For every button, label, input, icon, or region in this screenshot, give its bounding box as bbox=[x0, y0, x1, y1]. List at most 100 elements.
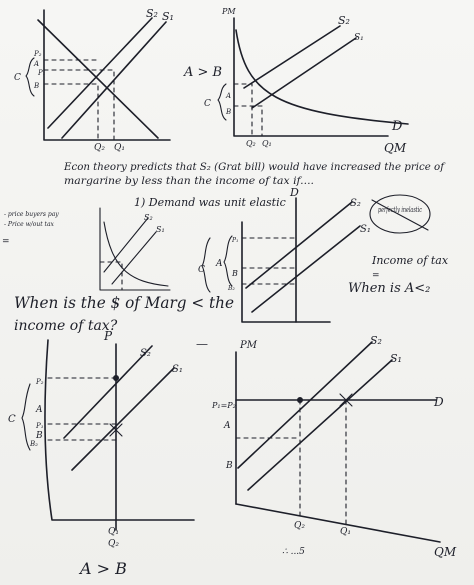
graph-1-s1-label: S₁ bbox=[162, 10, 174, 23]
graph-5-axes bbox=[44, 339, 195, 521]
graph-2-axes bbox=[233, 17, 389, 137]
graph-6-pm-label: PM bbox=[239, 340, 258, 351]
graph-1-axes bbox=[43, 9, 171, 141]
graph-5-eq-cross bbox=[109, 423, 123, 437]
graph-3-s1 bbox=[111, 231, 157, 285]
graph-3-dash bbox=[99, 261, 123, 291]
graph-4-b-label: B bbox=[231, 269, 238, 278]
graph-2-qm-label: QM bbox=[384, 141, 407, 155]
graph-6: PM S₂ S₁ P₁=P₂ D A B Q₂ Q₁ QM ∴ ...5 bbox=[211, 334, 457, 559]
graph-4-c-label: C bbox=[198, 265, 205, 275]
graph-2-dash-p2 bbox=[233, 83, 253, 137]
perfectly-inelastic-text: perfectly inelastic bbox=[378, 206, 422, 214]
graph-5-p2-label: P₂ bbox=[35, 378, 44, 386]
graph-6-a-label: A bbox=[223, 421, 231, 431]
graph-1-p2-label: P₂ bbox=[33, 50, 42, 58]
graph-5-a-label: A bbox=[35, 405, 43, 415]
perfectly-inelastic-note: perfectly inelastic bbox=[369, 194, 431, 234]
graph-6-b-label: B bbox=[225, 461, 233, 471]
graph-5-s1 bbox=[71, 367, 175, 471]
graph-5-p-label: P bbox=[103, 329, 113, 343]
graph-6-qm-label: QM bbox=[434, 545, 457, 559]
graph-2-q2-label: Q₂ bbox=[246, 139, 256, 148]
graph-3-s2-label: S₂ bbox=[144, 213, 153, 222]
graph-6-q2-label: Q₂ bbox=[294, 521, 305, 531]
graph-4-brace-outer bbox=[223, 235, 233, 287]
graph-2-a-gt-b: A > B bbox=[183, 65, 222, 80]
graph-2-a-label: A bbox=[225, 92, 231, 100]
graph-3: S₂ S₁ bbox=[99, 207, 171, 291]
note-side-b: - Price w/out tax bbox=[4, 221, 55, 228]
graph-1-c-label: C bbox=[14, 73, 21, 83]
dash-mark: — bbox=[196, 337, 208, 351]
strike-mark bbox=[371, 199, 429, 231]
note-line-1: Econ theory predicts that S₂ (Grat bill)… bbox=[63, 162, 446, 173]
graph-2-s1 bbox=[251, 37, 357, 109]
graph-1-q2-label: Q₂ bbox=[94, 143, 105, 153]
graph-5-b2-label: B₂ bbox=[29, 440, 38, 448]
question-line-1: When is the $ of Marg < the bbox=[14, 293, 234, 312]
graph-6-x-axis bbox=[235, 503, 441, 543]
graph-5-q2-label: Q₂ bbox=[108, 539, 119, 549]
income-of-tax: Income of tax bbox=[371, 254, 449, 267]
graph-1-dash-p1 bbox=[43, 69, 115, 141]
graph-4-s2-label: S₂ bbox=[350, 198, 361, 209]
graph-1-s2 bbox=[47, 17, 153, 129]
graph-2-s2 bbox=[243, 25, 341, 89]
note-equals: = bbox=[2, 237, 10, 247]
circle-mark bbox=[369, 194, 431, 234]
question-line-2: income of tax? bbox=[14, 318, 118, 334]
graph-5: P S₂ S₁ P₂ P₁ B₂ C A B Q₁ Q₂ A > B bbox=[8, 329, 195, 578]
graph-6-s2 bbox=[237, 341, 373, 469]
graph-3-demand bbox=[103, 221, 169, 287]
note-side-a: - price buyers pay bbox=[4, 211, 59, 218]
graph-5-s2 bbox=[63, 345, 153, 439]
note-item-1: 1) Demand was unit elastic bbox=[134, 196, 286, 209]
graph-5-s1-label: S₁ bbox=[172, 364, 183, 375]
graph-2-pm-label: PM bbox=[221, 7, 236, 16]
graph-6-s1-label: S₁ bbox=[390, 352, 402, 365]
graph-6-d-label: D bbox=[433, 395, 444, 409]
graph-2-brace bbox=[217, 83, 227, 121]
graph-2: PM S₂ S₁ A > B C A B D Q₂ Q₁ QM bbox=[183, 7, 409, 155]
graph-4-s2 bbox=[245, 201, 353, 289]
graph-2-s1-label: S₁ bbox=[354, 33, 364, 43]
graph-2-q1-label: Q₁ bbox=[262, 139, 272, 148]
graph-6-s1 bbox=[247, 359, 393, 491]
graph-1-s2-label: S₂ bbox=[146, 7, 158, 20]
graph-2-b-label: B bbox=[225, 108, 231, 116]
graph-4-brace-c bbox=[201, 237, 211, 293]
graph-4-p-label: P₁ bbox=[231, 237, 238, 244]
graph-4-s1 bbox=[251, 225, 361, 313]
graph-4-d-label: D bbox=[289, 186, 299, 199]
graph-4: D S₂ S₁ C A B P₁ B₂ bbox=[198, 186, 371, 323]
graph-1-p1-label: P₁ bbox=[37, 69, 46, 77]
graph-4-s1-label: S₁ bbox=[360, 224, 371, 235]
graph-2-dash-p1 bbox=[233, 105, 263, 137]
graph-4-b2-label: B₂ bbox=[227, 285, 235, 292]
graph-1: S₂ S₁ P₂ A P₁ B C Q₂ Q₁ bbox=[14, 7, 174, 153]
graph-6-scribble: ∴ ...5 bbox=[282, 547, 305, 557]
graph-1-a-label: A bbox=[33, 60, 39, 68]
graph-3-s1-label: S₁ bbox=[156, 225, 165, 234]
graph-6-q1-label: Q₁ bbox=[340, 527, 351, 537]
graph-1-q1-label: Q₁ bbox=[114, 143, 125, 153]
graph-2-d-label: D bbox=[391, 119, 403, 134]
graph-5-a-gt-b: A > B bbox=[78, 559, 127, 578]
graph-3-axes bbox=[99, 207, 171, 291]
graph-5-s2-label: S₂ bbox=[140, 348, 151, 359]
notes: Econ theory predicts that S₂ (Grat bill)… bbox=[2, 162, 446, 247]
equals-2: = bbox=[372, 271, 380, 281]
graph-5-q1-label: Q₁ bbox=[108, 527, 119, 537]
graph-1-b-label: B bbox=[33, 82, 39, 90]
graph-3-s2 bbox=[103, 217, 149, 273]
graph-2-s2-label: S₂ bbox=[338, 14, 350, 27]
graph-1-dash-b bbox=[43, 83, 99, 141]
graph-5-c-label: C bbox=[8, 414, 16, 425]
graph-6-s2-label: S₂ bbox=[370, 334, 382, 347]
graph-4-axes bbox=[241, 221, 331, 323]
graph-1-demand bbox=[37, 19, 159, 139]
note-line-2: margarine by less than the income of tax… bbox=[64, 176, 314, 187]
